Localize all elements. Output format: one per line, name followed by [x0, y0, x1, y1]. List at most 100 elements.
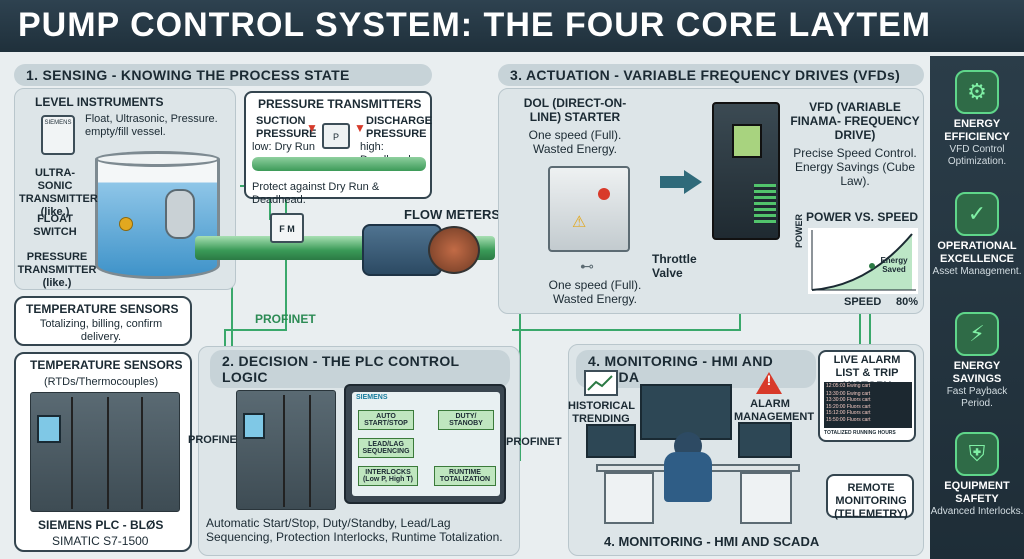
profinet-label-3: PROFINET	[506, 436, 562, 448]
hmi-screen: SIEMENS AUTO START/STOP DUTY/ STANOBY LE…	[352, 392, 500, 496]
alarm-row-3[interactable]: 13:30:00 Fluors cart	[826, 397, 871, 403]
shield-icon: ⛨	[955, 432, 999, 476]
sidebar-item-operational-excellence: ✓ OPERATIONAL EXCELLENCE Asset Managemen…	[930, 192, 1024, 278]
hmi-brand: SIEMENS	[356, 394, 388, 401]
pressure-gauge-label: P	[332, 132, 339, 142]
pvs-y-label: POWER	[794, 213, 804, 248]
down-arrow-icon: ▼	[306, 121, 318, 135]
checklist-icon: ✓	[955, 192, 999, 236]
throttle-desc: One speed (Full). Wasted Energy.	[548, 278, 642, 306]
flow-meters-label: FLOW METERS	[404, 207, 501, 222]
temp1-desc: Totalizing, billing, confirm delivery.	[39, 318, 163, 343]
temp2-desc: (RTDs/Thermocouples)	[44, 376, 159, 388]
level-instruments-panel: LEVEL INSTRUMENTS Float, Ultrasonic, Pre…	[14, 88, 236, 290]
ultrasonic-label: ULTRA-SONIC TRANSMITTER (like.)	[19, 167, 98, 218]
pvs-title: POWER VS. SPEED	[806, 210, 919, 224]
alarm-row-6[interactable]: 15:50:00 Fluors cart	[826, 416, 871, 423]
alarm-row-1[interactable]: 12:05:03 Ewing cart	[826, 383, 871, 389]
warning-icon: ⚠	[572, 214, 587, 231]
historical-label: HISTORICAL TRENDING	[568, 400, 636, 425]
module-divider	[141, 397, 143, 509]
module-divider	[107, 397, 109, 509]
pipe-segment	[252, 157, 426, 171]
temperature-sensors-box-1: TEMPERATURE SENSORS Totalizing, billing,…	[14, 296, 192, 346]
sensing-section-header: 1. SENSING - KNOWING THE PROCESS STATE	[14, 64, 432, 86]
operator-body	[664, 452, 712, 502]
page-title: PUMP CONTROL SYSTEM: THE FOUR CORE LAYTE…	[18, 6, 932, 44]
alarm-label: ALARM MANAGEMENT	[734, 398, 815, 423]
pvs-saved: Energy Saved	[880, 256, 908, 274]
decision-section-header: 2. DECISION - THE PLC CONTROL LOGIC	[210, 350, 510, 388]
alarm-row-4[interactable]: 15:20:00 Fluors cart	[826, 403, 871, 410]
power-speed-chart: Energy Saved	[808, 228, 918, 294]
module-divider	[309, 395, 311, 507]
profinet-label-1: PROFINET	[255, 312, 316, 326]
sidebar-title: EQUIPMENT SAFETY	[944, 480, 1010, 505]
dol-title: DOL (DIRECT-ON-LINE) STARTER	[523, 96, 627, 124]
desk-drawer-right	[740, 472, 792, 524]
temp2-title: TEMPERATURE SENSORS	[30, 358, 183, 372]
hmi-logic-panel: SIEMENS AUTO START/STOP DUTY/ STANOBY LE…	[344, 384, 506, 504]
tank-rim	[95, 151, 220, 167]
monitoring-footer-head: 4. MONITORING - HMI AND SCADA	[604, 534, 820, 549]
temp1-title: TEMPERATURE SENSORS	[26, 302, 179, 316]
sidebar-item-energy-savings: ⚡ ENERGY SAVINGS Fast Payback Period.	[930, 312, 1024, 410]
profinet-label-2: PROFINET	[188, 434, 244, 446]
sidebar-item-equipment-safety: ⛨ EQUIPMENT SAFETY Advanced Interlocks.	[930, 432, 1024, 518]
trend-chart-icon	[584, 370, 618, 396]
sidebar-sub: VFD Control Optimization.	[947, 144, 1007, 167]
sidebar-sub: Advanced Interlocks.	[930, 506, 1024, 517]
plc-name: SIEMENS PLC - BLØS	[38, 518, 164, 532]
pump-impeller	[428, 226, 480, 274]
vfd-desc: Precise Speed Control. Energy Savings (C…	[793, 146, 917, 188]
alarm-row-2[interactable]: 13:30:00 Ewing cart	[826, 390, 871, 397]
vfd-title: VFD (VARIABLE FINAMA- FREQUENCY DRIVE)	[790, 100, 920, 142]
level-title: LEVEL INSTRUMENTS	[35, 95, 164, 109]
suction-label: SUCTION PRESSURE	[256, 115, 317, 140]
alarm-row-5[interactable]: 15:12:00 Fluors cart	[826, 410, 871, 416]
plc-panel: TEMPERATURE SENSORS (RTDs/Thermocouples)…	[14, 352, 192, 552]
flow-meter-label: F M	[279, 224, 295, 234]
sidebar-title: OPERATIONAL EXCELLENCE	[937, 240, 1017, 265]
pressure-transmitter-label: PRESSURE TRANSMITTER (like.)	[17, 251, 97, 289]
plc-model: SIMATIC S7-1500	[52, 534, 149, 548]
scada-right-screen	[738, 422, 792, 458]
float-switch-label: FLOAT SWITCH	[33, 213, 77, 238]
module-divider	[71, 397, 73, 509]
dol-starter-cabinet: ⚠	[548, 166, 630, 252]
title-bar: PUMP CONTROL SYSTEM: THE FOUR CORE LAYTE…	[0, 0, 1024, 52]
plc-display	[37, 415, 61, 443]
water-tank	[95, 159, 220, 279]
stop-button-icon	[598, 188, 610, 200]
vfd-drive	[712, 102, 780, 240]
alarm-list-table: 12:05:03 Ewing cart 13:30:00 Ewing cart …	[824, 382, 912, 428]
logic-interlocks[interactable]: INTERLOCKS (Low P, High T)	[358, 466, 418, 486]
sidebar-sub: Fast Payback Period.	[946, 386, 1008, 409]
pt-protect: Protect against Dry Run & Deadhead.	[252, 181, 380, 206]
gear-arrows-icon: ⚙	[955, 70, 999, 114]
logic-duty-standby[interactable]: DUTY/ STANOBY	[438, 410, 494, 430]
float-body-icon	[165, 189, 195, 239]
logic-lead-lag[interactable]: LEAD/LAG SEQUENCING	[358, 438, 414, 458]
logic-runtime[interactable]: RUNTIME TOTALIZATION	[434, 466, 496, 486]
pressure-transmitters-box: PRESSURE TRANSMITTERS SUCTION PRESSURE ▼…	[244, 91, 432, 206]
sidebar-title: ENERGY SAVINGS	[952, 360, 1002, 385]
arrow-right-icon	[660, 170, 702, 194]
device-brand: SIEMENS	[44, 120, 72, 126]
alarm-list-box: LIVE ALARM LIST & TRIP HISTORY 12:05:03 …	[818, 350, 916, 442]
dol-desc: One speed (Full). Wasted Energy.	[528, 128, 622, 156]
sidebar-sub: Asset Management.	[932, 266, 1022, 277]
module-divider	[283, 395, 285, 507]
plc-rack	[30, 392, 180, 512]
ultrasonic-device: SIEMENS	[41, 115, 75, 155]
sidebar-title: ENERGY EFFICIENCY	[944, 118, 1010, 143]
float-ball-icon	[119, 217, 133, 231]
cpu-display	[243, 413, 265, 439]
vfd-terminals	[754, 184, 776, 224]
logic-auto-start[interactable]: AUTO START/STOP	[358, 410, 414, 430]
plc-cpu	[236, 390, 336, 510]
scada-left-screen	[586, 424, 636, 458]
totalized-hours: TOTALIZED RUNNING HOURS	[824, 430, 896, 436]
remote-label: REMOTE MONITORING (TELEMETRY)	[834, 482, 908, 520]
throttle-label: Throttle Valve	[652, 252, 697, 280]
